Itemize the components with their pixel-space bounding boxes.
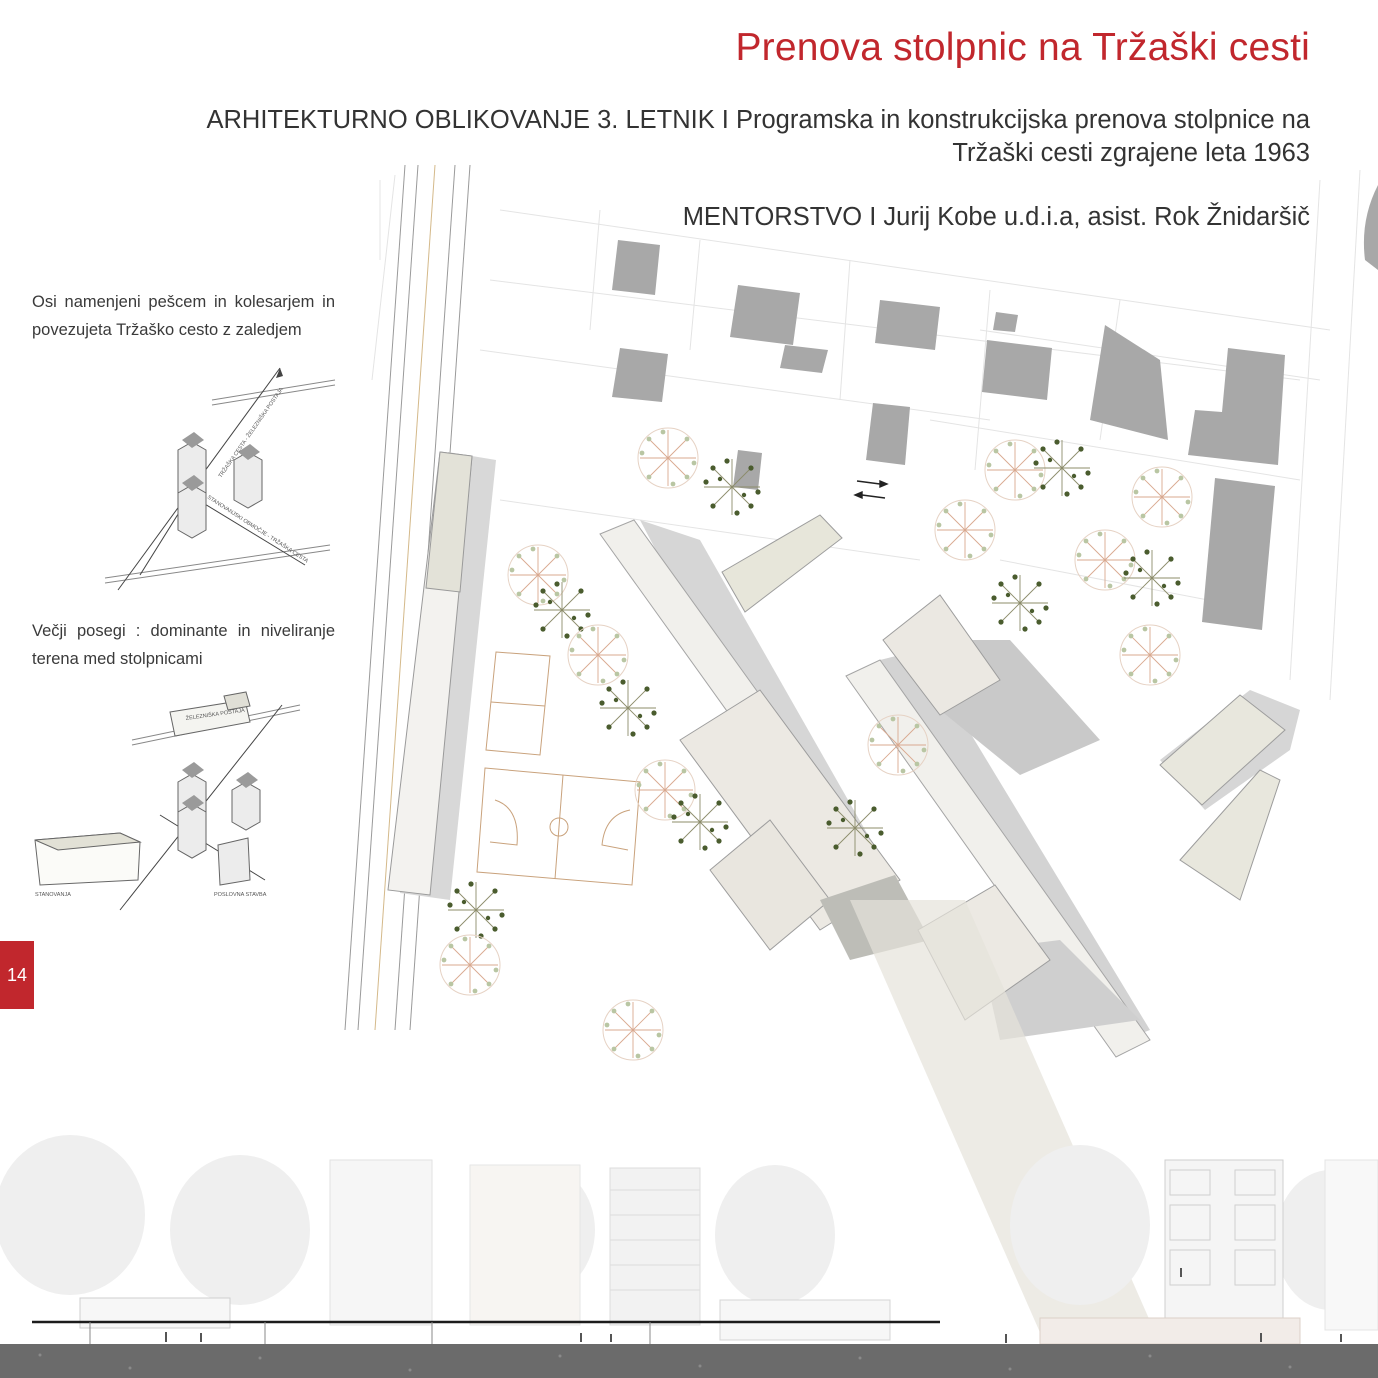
course-subtitle: ARHITEKTURNO OBLIKOVANJE 3. LETNIK I Pro…	[50, 104, 1311, 170]
neighbouring-buildings	[612, 185, 1378, 630]
traffic-arrows	[853, 479, 889, 500]
diagram-pedestrian-axes: TRŽAŠKA CESTA - ŽELEZNIŠKA POSTAJA STANO…	[104, 367, 336, 591]
business-label: POSLOVNA STAVBA	[214, 892, 267, 898]
tower-block-north	[882, 594, 1100, 775]
small-slab-north	[721, 514, 843, 613]
note-interventions-line-1: Večji posegi : dominante in niveliranje	[32, 622, 335, 640]
note-axes: Osi namenjeni pešcem in kolesarjem in po…	[32, 288, 335, 344]
elevation-section	[0, 1135, 1378, 1378]
diagram-interventions: ŽELEZNIŠKA POSTAJA STANOVANJA POSLOVNA S…	[34, 691, 301, 911]
subtitle-line-1: ARHITEKTURNO OBLIKOVANJE 3. LETNIK I Pro…	[206, 106, 1311, 134]
page-number: 14	[6, 964, 28, 985]
slab-east-pair	[1159, 690, 1300, 901]
page-number-tab: 14	[0, 941, 34, 1009]
subtitle-line-2: Tržaški cesti zgrajene leta 1963	[952, 139, 1310, 167]
sports-fields	[476, 651, 641, 886]
page-title: Prenova stolpnic na Tržaški cesti	[735, 26, 1310, 69]
note-interventions: Večji posegi : dominante in niveliranje …	[32, 617, 335, 673]
note-axes-line-2: povezujeta Tržaško cesto z zaledjem	[32, 321, 302, 339]
note-axes-line-1: Osi namenjeni pešcem in kolesarjem in	[32, 293, 335, 311]
mentors-line: MENTORSTVO I Jurij Kobe u.d.i.a, asist. …	[682, 203, 1310, 231]
station-platform	[387, 451, 496, 900]
axis-b-label: STANOVANJSKI OBMOČJE - TRŽAŠKA CESTA	[206, 493, 311, 565]
note-interventions-line-2: terena med stolpnicami	[32, 650, 203, 668]
housing-label: STANOVANJA	[35, 892, 71, 898]
